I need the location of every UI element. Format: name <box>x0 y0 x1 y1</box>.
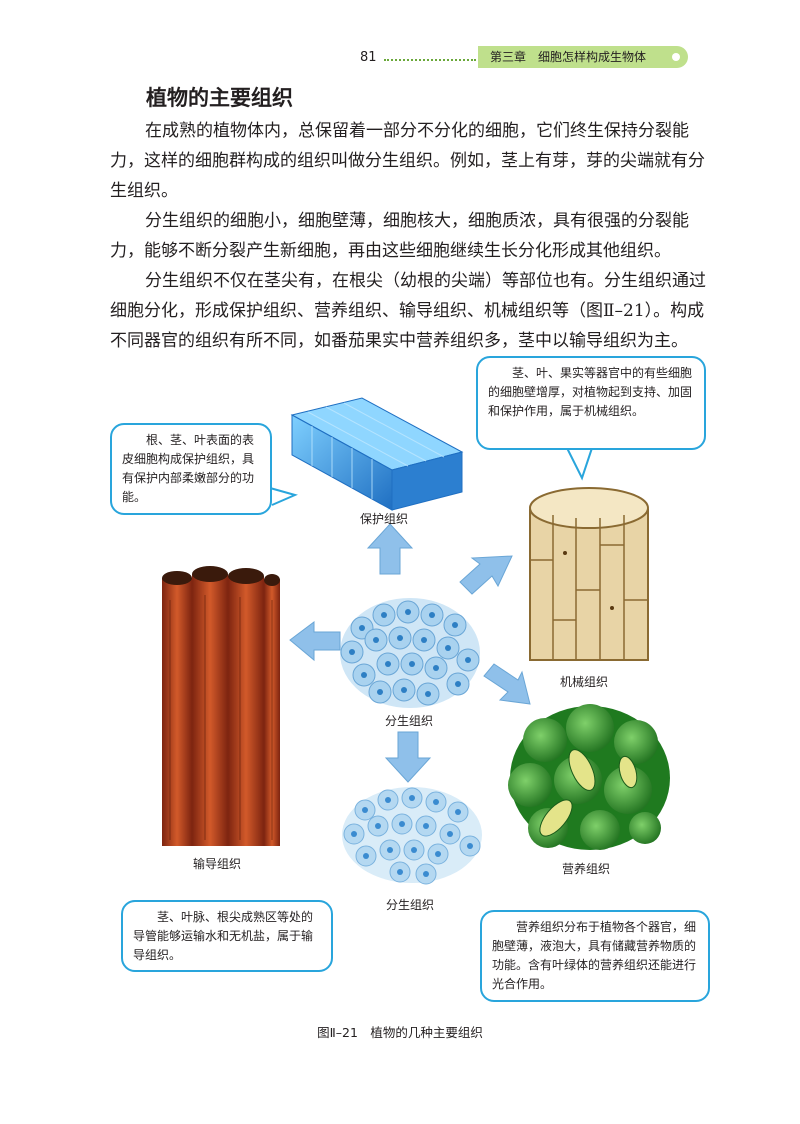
paragraph-2: 分生组织的细胞小，细胞壁薄，细胞核大，细胞质浓，具有很强的分裂能力，能够不断分裂… <box>110 211 689 261</box>
page-header: 81 第三章 细胞怎样构成生物体 <box>360 46 690 72</box>
callout-protective-text: 根、茎、叶表面的表皮细胞构成保护组织，具有保护内部柔嫩部分的功能。 <box>122 433 255 504</box>
page-number: 81 <box>360 50 377 65</box>
callout-mechanical: 茎、叶、果实等器官中的有些细胞的细胞壁增厚，对植物起到支持、加固和保护作用，属于… <box>476 356 706 450</box>
conducting-tissue-illustration <box>162 566 280 846</box>
section-title: 植物的主要组织 <box>146 86 293 110</box>
figure-caption: 图Ⅱ–21 植物的几种主要组织 <box>317 1025 483 1040</box>
label-conducting: 输导组织 <box>193 857 242 871</box>
arrow-down-icon <box>384 731 432 783</box>
callout-nutritive-text: 营养组织分布于植物各个器官，细胞壁薄，液泡大，具有储藏营养物质的功能。含有叶绿体… <box>492 920 697 991</box>
arrows <box>289 523 531 783</box>
paragraph-3: 分生组织不仅在茎尖有，在根尖（幼根的尖端）等部位也有。分生组织通过细胞分化，形成… <box>110 271 706 351</box>
arrow-downright-icon <box>483 663 531 705</box>
header-dotted-line <box>384 59 476 61</box>
meristem-center-illustration <box>340 598 480 708</box>
label-mechanical: 机械组织 <box>560 675 609 689</box>
mechanical-tissue-illustration <box>529 487 649 661</box>
label-nutritive: 营养组织 <box>562 862 611 876</box>
arrow-left-icon <box>289 621 341 662</box>
nutritive-tissue-illustration <box>508 704 670 850</box>
label-meristem-bottom: 分生组织 <box>386 898 435 912</box>
callout-nutritive: 营养组织分布于植物各个器官，细胞壁薄，液泡大，具有储藏营养物质的功能。含有叶绿体… <box>480 910 710 1002</box>
chapter-title: 第三章 细胞怎样构成生物体 <box>490 50 647 64</box>
label-protective: 保护组织 <box>360 512 409 526</box>
protective-tissue-illustration <box>290 397 464 511</box>
callout-mechanical-text: 茎、叶、果实等器官中的有些细胞的细胞壁增厚，对植物起到支持、加固和保护作用，属于… <box>488 366 693 418</box>
chapter-tab: 第三章 细胞怎样构成生物体 <box>478 46 688 68</box>
callout-conducting: 茎、叶脉、根尖成熟区等处的导管能够运输水和无机盐，属于输导组织。 <box>121 900 333 972</box>
callout-protective: 根、茎、叶表面的表皮细胞构成保护组织，具有保护内部柔嫩部分的功能。 <box>110 423 272 515</box>
meristem-bottom-illustration <box>342 787 482 885</box>
paragraph-1: 在成熟的植物体内，总保留着一部分不分化的细胞，它们终生保持分裂能力，这样的细胞群… <box>110 121 705 201</box>
callout-conducting-text: 茎、叶脉、根尖成熟区等处的导管能够运输水和无机盐，属于输导组织。 <box>133 910 314 962</box>
arrow-up-icon <box>366 523 414 575</box>
label-meristem-center: 分生组织 <box>385 714 434 728</box>
arrow-upright-icon <box>459 555 513 595</box>
tab-dot-icon <box>672 53 680 61</box>
callout-tails <box>269 447 593 506</box>
